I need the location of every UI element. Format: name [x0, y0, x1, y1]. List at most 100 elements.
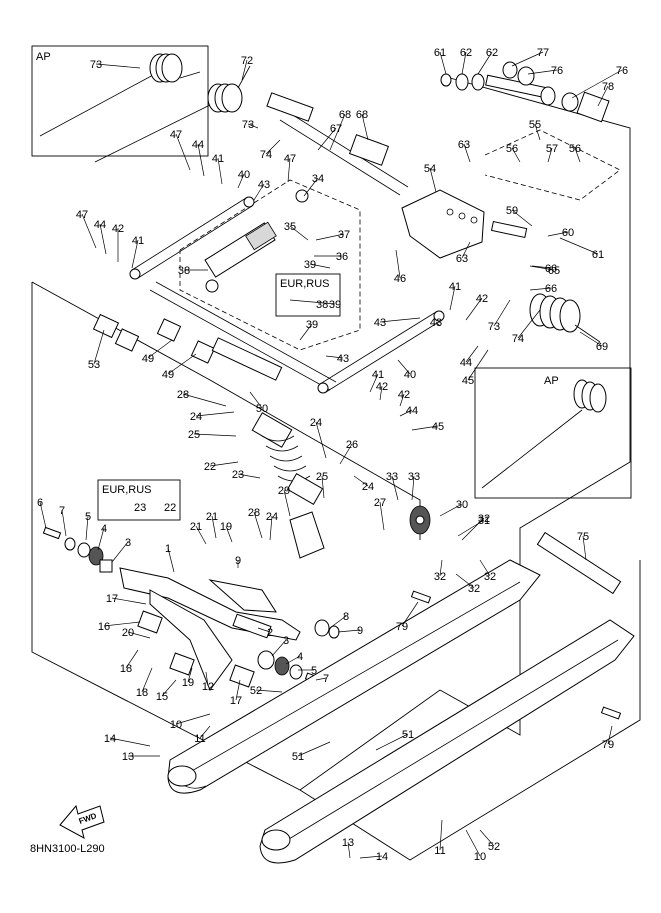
- callout-73: 73: [242, 119, 254, 131]
- leader-line-32: [439, 559, 443, 577]
- callout-9: 9: [235, 555, 241, 567]
- callout-49: 49: [142, 353, 154, 365]
- callout-42: 42: [476, 293, 488, 305]
- leader-line-10: [465, 829, 481, 857]
- leader-line-73: [493, 299, 511, 327]
- ap-inset-bottom-box: [474, 367, 632, 499]
- callout-40: 40: [404, 369, 416, 381]
- leader-line-39: [289, 299, 336, 305]
- leader-line-76: [527, 69, 558, 75]
- spring-70-icon: [481, 379, 607, 489]
- leader-line-25: [321, 475, 325, 499]
- callout-19: 19: [220, 521, 232, 533]
- leader-line-65: [529, 265, 555, 271]
- callout-10: 10: [474, 851, 486, 863]
- leader-line-28: [253, 511, 263, 539]
- leader-line-18: [125, 649, 139, 669]
- leader-line-21: [211, 515, 217, 539]
- callout-59: 59: [506, 205, 518, 217]
- callout-55: 55: [529, 119, 541, 131]
- callout-76: 76: [616, 65, 628, 77]
- leader-line-52: [479, 829, 495, 847]
- leader-line-45: [467, 349, 489, 381]
- leader-line-17: [235, 679, 241, 701]
- callout-42: 42: [112, 223, 124, 235]
- leader-line-30: [439, 503, 463, 517]
- leader-line-10: [175, 713, 211, 725]
- leader-line-62: [461, 51, 467, 75]
- ap-inset-top-label: AP: [36, 51, 51, 63]
- leader-line-75: [582, 535, 587, 561]
- leader-line-6: [39, 501, 47, 529]
- leader-line-49: [147, 339, 173, 359]
- callout-68: 68: [356, 109, 368, 121]
- rail-right-icon: [259, 619, 635, 864]
- eur-rus-top-box: [275, 273, 341, 317]
- leader-line-24: [353, 475, 369, 487]
- callout-56: 56: [506, 143, 518, 155]
- callout-24: 24: [266, 511, 278, 523]
- leader-line-11: [439, 819, 443, 851]
- shock-absorber-38-icon: [204, 189, 309, 293]
- shock-group-dashed-outline: [179, 179, 361, 351]
- leader-line-4: [285, 655, 301, 665]
- callout-44: 44: [94, 219, 106, 231]
- leader-line-61: [559, 237, 599, 255]
- leader-line-33: [391, 475, 399, 501]
- callout-62: 62: [486, 47, 498, 59]
- callout-79: 79: [602, 739, 614, 751]
- callout-53: 53: [88, 359, 100, 371]
- leader-line-39: [299, 323, 313, 341]
- bushing-lower-icon: [137, 610, 255, 688]
- eur-rus-bottom-part-23: 23: [134, 502, 146, 514]
- leader-line-15: [161, 679, 177, 697]
- leader-line-1: [167, 547, 175, 573]
- callout-66: 66: [545, 283, 557, 295]
- callout-77: 77: [537, 47, 549, 59]
- callout-45: 45: [462, 375, 474, 387]
- callout-12: 12: [202, 681, 214, 693]
- bracket-30-icon: [409, 505, 431, 535]
- shaft-58-icon: [440, 61, 610, 123]
- leader-line-11: [199, 725, 211, 739]
- leader-line-74: [265, 139, 281, 155]
- leader-line-32: [461, 517, 485, 541]
- leader-line-32: [455, 573, 475, 589]
- eur-rus-top-label: EUR,RUS: [280, 278, 330, 290]
- callout-39: 39: [304, 259, 316, 271]
- callout-38: 38: [178, 265, 190, 277]
- diagram-code: 8HN3100-L290: [30, 843, 105, 855]
- callout-28: 28: [177, 389, 189, 401]
- leader-line-35: [289, 225, 309, 241]
- callout-43: 43: [337, 353, 349, 365]
- callout-11: 11: [434, 845, 445, 857]
- leader-line-76: [571, 69, 623, 99]
- callout-18: 18: [136, 687, 148, 699]
- callout-10: 10: [170, 719, 182, 731]
- callout-32: 32: [434, 571, 446, 583]
- leader-line-47: [287, 157, 291, 183]
- callout-73: 73: [90, 59, 102, 71]
- leader-line-53: [93, 329, 105, 365]
- leader-line-79: [607, 725, 613, 745]
- leader-line-78: [597, 85, 609, 107]
- leader-line-43: [325, 355, 344, 359]
- callout-41: 41: [212, 153, 224, 165]
- rail-left-icon: [167, 559, 541, 794]
- callout-49: 49: [162, 369, 174, 381]
- callout-46: 46: [394, 273, 406, 285]
- callout-34: 34: [312, 173, 324, 185]
- callout-15: 15: [156, 691, 168, 703]
- callout-61: 61: [592, 249, 604, 261]
- callout-4: 4: [101, 523, 107, 535]
- callout-6: 6: [37, 497, 43, 509]
- eur-rus-bottom-part-22: 22: [164, 502, 176, 514]
- callout-76: 76: [551, 65, 563, 77]
- callout-42: 42: [376, 381, 388, 393]
- leader-line-77: [511, 51, 544, 67]
- leader-line-47: [81, 213, 97, 249]
- leader-line-2: [257, 627, 271, 633]
- callout-14: 14: [104, 733, 116, 745]
- leader-line-69: [579, 331, 603, 347]
- callout-2: 2: [267, 627, 273, 639]
